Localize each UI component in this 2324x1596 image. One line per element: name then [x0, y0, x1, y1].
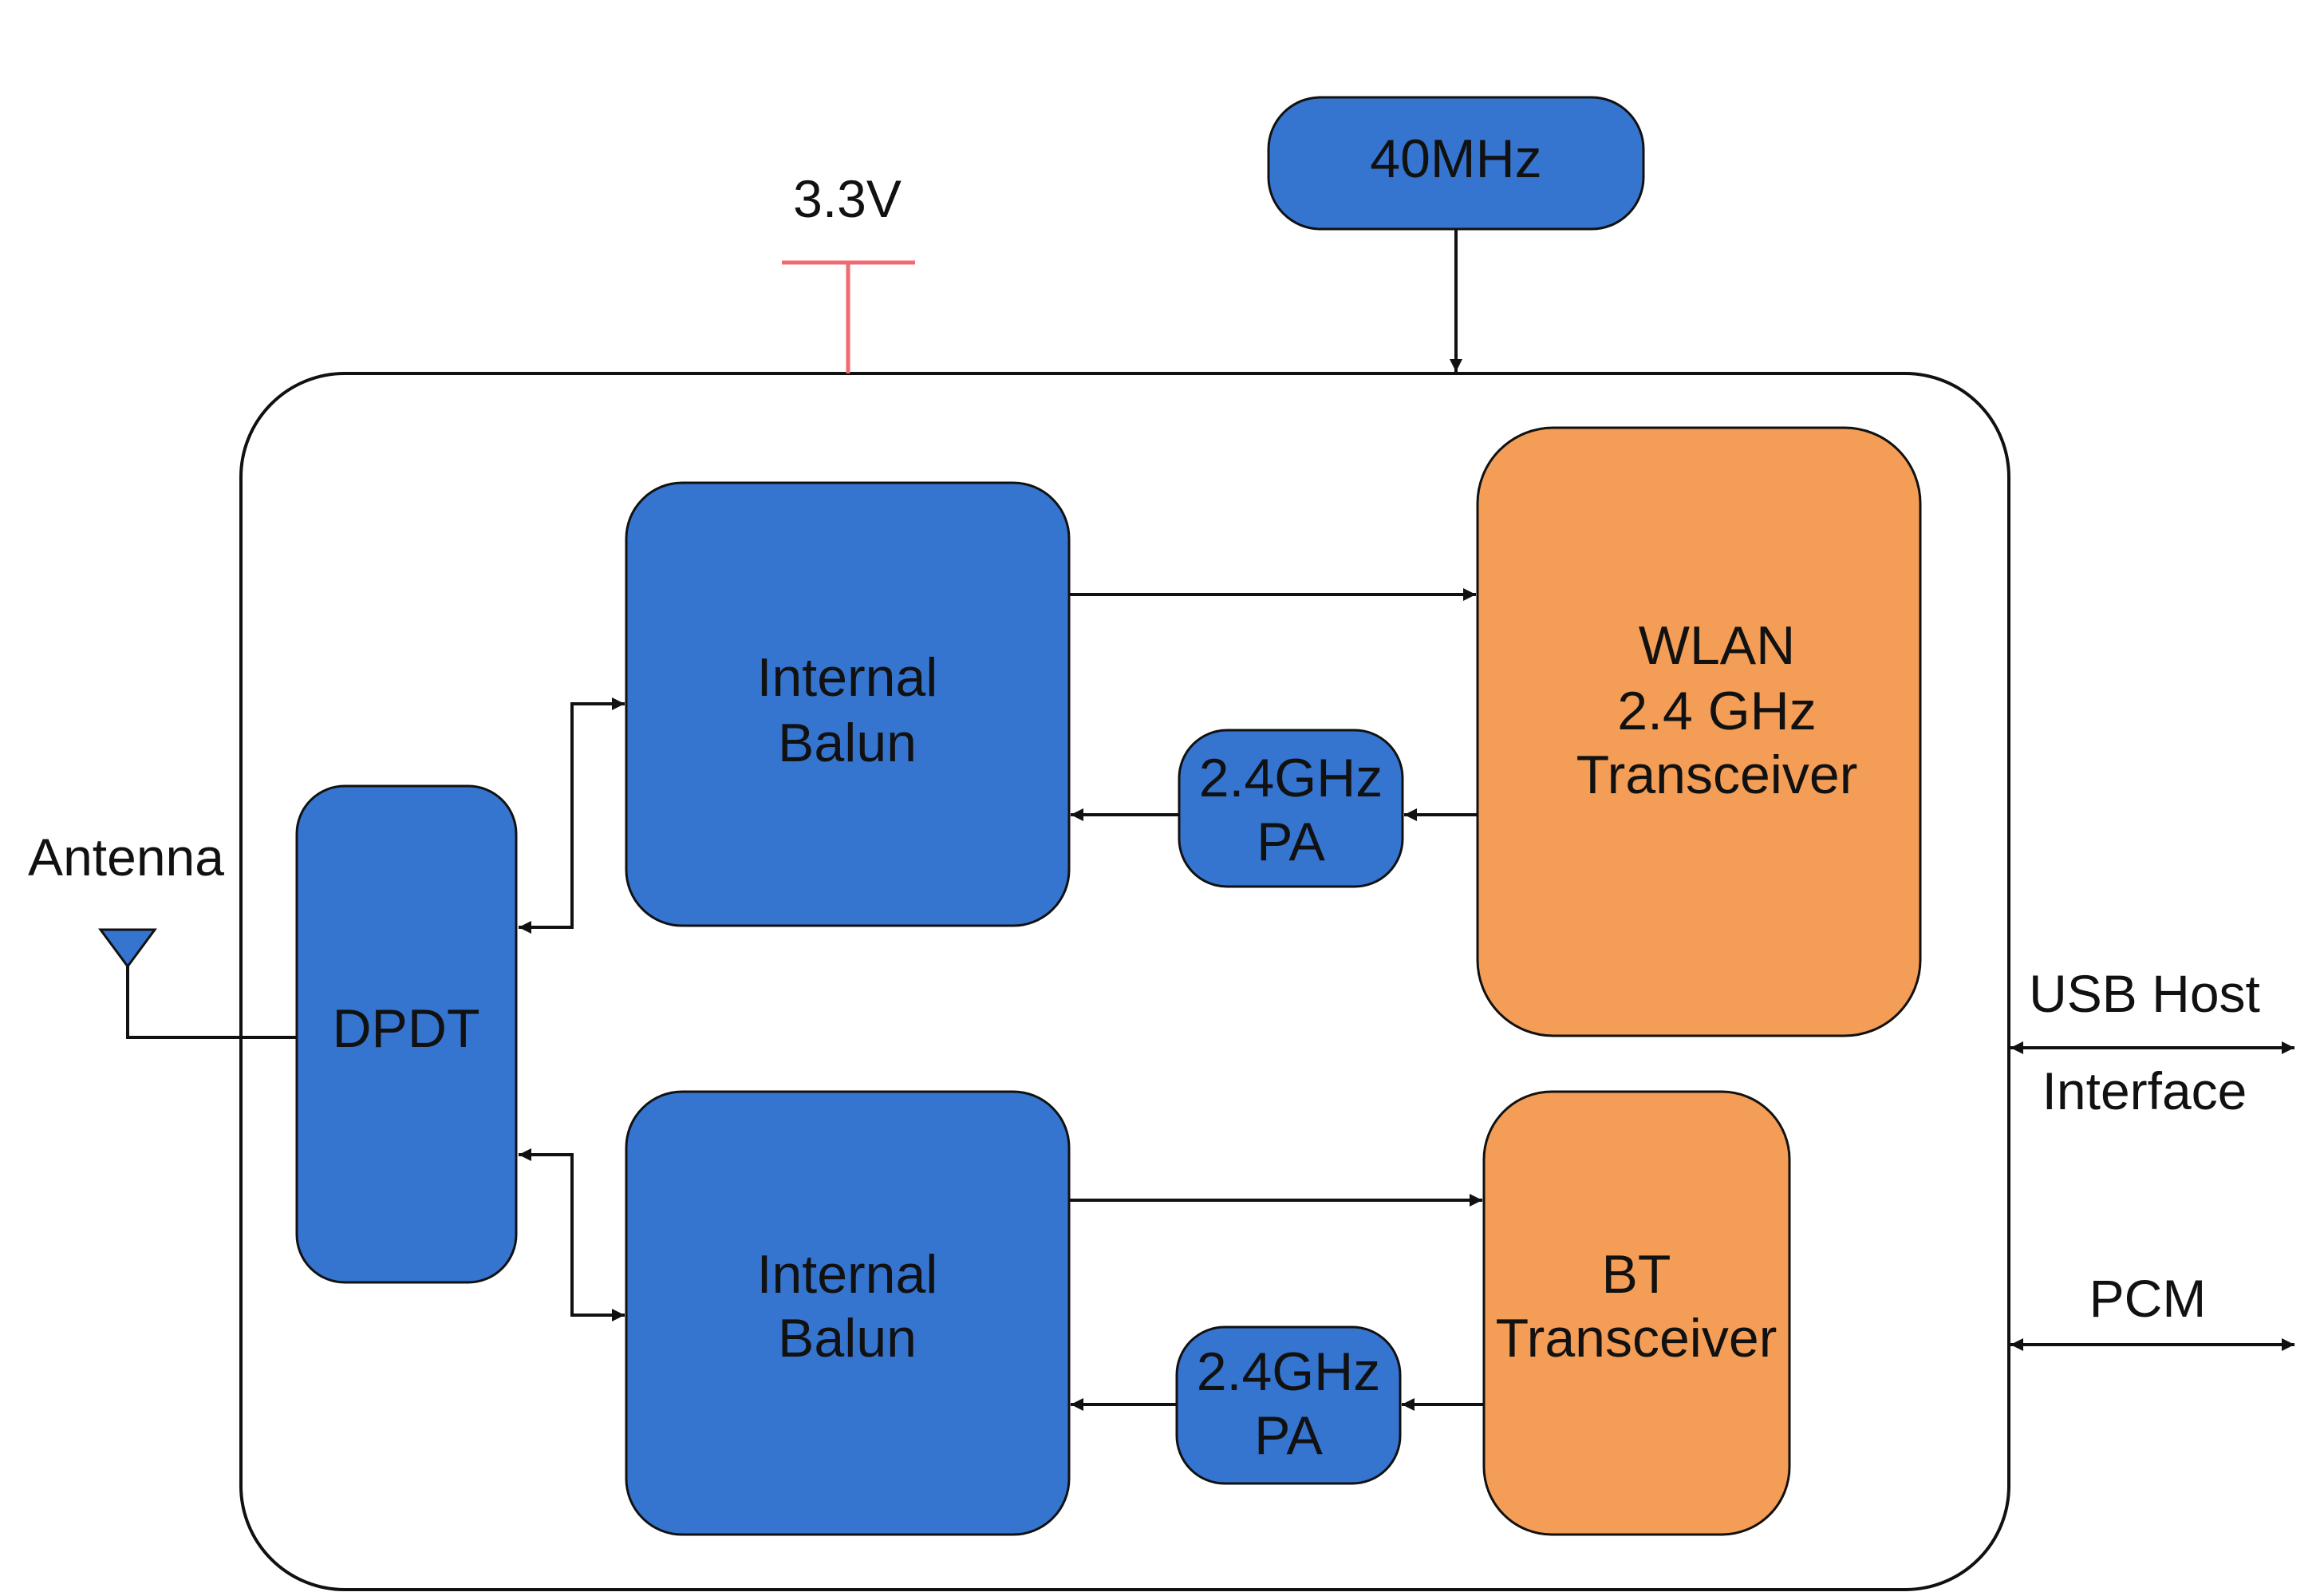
- bt-line1: BT: [1602, 1244, 1671, 1305]
- balun-bottom-block: Internal Balun: [625, 1090, 1071, 1536]
- power-label: 3.3V: [793, 169, 902, 228]
- pa-bottom-line2: PA: [1254, 1405, 1323, 1466]
- pa-top-line2: PA: [1257, 812, 1325, 872]
- pa-bottom-line1: 2.4GHz: [1197, 1341, 1381, 1402]
- pa-bottom-block: 2.4GHz PA: [1175, 1325, 1402, 1485]
- wlan-box: [1476, 426, 1922, 1037]
- bt-line2: Transceiver: [1496, 1308, 1778, 1369]
- pa-top-block: 2.4GHz PA: [1178, 729, 1404, 888]
- balun-bottom-line1: Internal: [757, 1244, 938, 1305]
- dpdt-balun-bottom-link: [519, 1148, 625, 1321]
- dpdt-balun-top-link: [519, 697, 625, 934]
- antenna-label: Antenna: [28, 828, 224, 887]
- wlan-line3: Transceiver: [1576, 745, 1858, 805]
- wlan-line1: WLAN: [1639, 615, 1795, 676]
- balun-top-line1: Internal: [757, 647, 938, 708]
- usb-label-line1: USB Host: [2029, 964, 2260, 1023]
- wlan-line2: 2.4 GHz: [1617, 681, 1816, 741]
- balun-top-line2: Balun: [778, 713, 917, 773]
- bt-transceiver-block: BT Transceiver: [1482, 1090, 1791, 1536]
- dpdt-block: DPDT: [295, 784, 518, 1284]
- balun-bottom-box: [625, 1090, 1071, 1536]
- bt-box: [1482, 1090, 1791, 1536]
- usb-label-line2: Interface: [2042, 1061, 2247, 1120]
- dpdt-box: [295, 784, 518, 1284]
- clock-block: 40MHz: [1267, 96, 1645, 231]
- pa-top-line1: 2.4GHz: [1199, 748, 1383, 808]
- antenna-icon: [98, 928, 157, 969]
- balun-top-box: [625, 481, 1071, 927]
- dpdt-label: DPDT: [332, 998, 479, 1059]
- antenna-feed-line: [126, 966, 297, 1039]
- wlan-transceiver-block: WLAN 2.4 GHz Transceiver: [1476, 426, 1922, 1037]
- clock-label: 40MHz: [1370, 128, 1541, 189]
- balun-bottom-line2: Balun: [778, 1308, 917, 1369]
- balun-top-block: Internal Balun: [625, 481, 1071, 927]
- pa-top-box: [1178, 729, 1404, 888]
- pcm-label: PCM: [2089, 1269, 2207, 1328]
